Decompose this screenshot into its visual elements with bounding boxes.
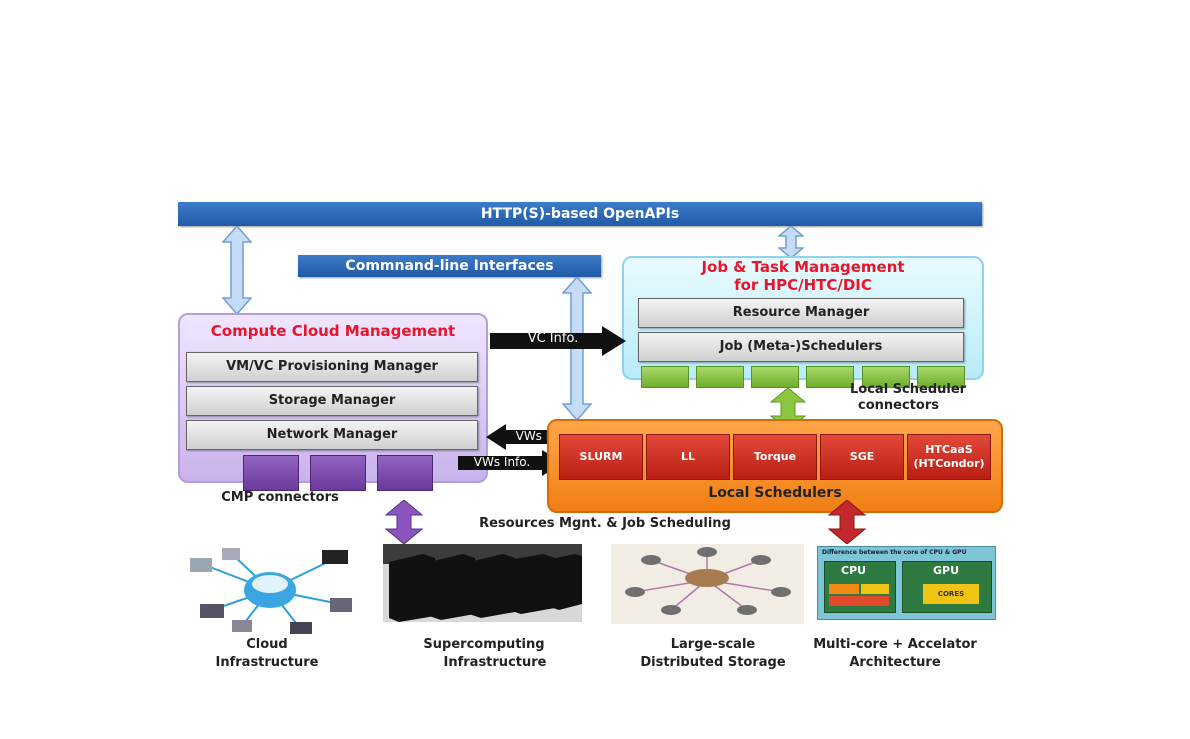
cmp-connectors-text: CMP connectors — [221, 490, 339, 505]
network-manager-label: Network Manager — [266, 427, 398, 442]
job-mgmt-title: Job & Task Management for HPC/HTC/DIC — [622, 258, 984, 294]
cmp-connector — [243, 455, 299, 491]
resources-label: Resources Mgnt. & Job Scheduling — [479, 516, 731, 531]
job-mgmt-title-line1: Job & Task Management — [701, 258, 905, 276]
cpu-core — [829, 584, 859, 594]
cli-bar: Commnand-line Interfaces — [298, 255, 601, 277]
double-arrow-right — [778, 226, 804, 258]
network-manager-row: Network Manager — [186, 420, 478, 450]
scheduler-ll: LL — [646, 434, 730, 480]
storage-manager-row: Storage Manager — [186, 386, 478, 416]
cpu-label: CPU — [841, 564, 867, 577]
storage-manager-label: Storage Manager — [268, 393, 396, 408]
local-scheduler-connector — [696, 366, 744, 388]
cmp-connector — [377, 455, 433, 491]
vm-vc-provisioning-row: VM/VC Provisioning Manager — [186, 352, 478, 382]
infra-label-multicore: Multi-core + Accelator Architecture — [813, 637, 977, 670]
purple-double-arrow — [385, 500, 423, 544]
infra-label-storage: Large-scale Distributed Storage — [640, 637, 786, 670]
supercomputing-image — [383, 544, 582, 622]
red-double-arrow — [828, 500, 866, 544]
gpu-cores: CORES — [923, 584, 979, 604]
gpu-label: GPU — [933, 564, 960, 577]
local-scheduler-connector — [862, 366, 910, 388]
job-schedulers-row: Job (Meta-)Schedulers — [638, 332, 964, 362]
cmp-connectors-label: CMP connectors — [210, 490, 350, 505]
job-schedulers-label: Job (Meta-)Schedulers — [719, 339, 883, 354]
gpu-block: GPU CORES — [902, 561, 992, 613]
scheduler-torque: Torque — [733, 434, 817, 480]
cpu-gpu-image: Difference between the core of CPU & GPU… — [817, 546, 996, 620]
vm-vc-provisioning-label: VM/VC Provisioning Manager — [226, 359, 438, 374]
local-scheduler-connector — [917, 366, 965, 388]
cpu-core — [861, 584, 889, 594]
cpu-block: CPU — [824, 561, 896, 613]
scheduler-sge: SGE — [820, 434, 904, 480]
lsc-label-line2: connectors — [858, 398, 939, 413]
openapi-bar: HTTP(S)-based OpenAPIs — [178, 202, 982, 226]
cpu-gpu-heading: Difference between the core of CPU & GPU — [822, 549, 967, 556]
infra-label-cloud: Cloud Infrastructure — [215, 637, 319, 670]
local-scheduler-connectors-label: Local Scheduler connectors — [850, 382, 980, 414]
cloud-mgmt-title-text: Compute Cloud Management — [210, 322, 456, 340]
cloud-mgmt-title: Compute Cloud Management — [178, 322, 488, 340]
vws-info-arrow — [458, 450, 564, 476]
distributed-storage-image — [611, 544, 804, 624]
infra-label-supercomputing: Supercomputing Infrastructure — [423, 637, 547, 670]
lsc-label-line1: Local Scheduler — [850, 382, 967, 397]
openapi-label: HTTP(S)-based OpenAPIs — [480, 206, 680, 222]
cmp-connector — [310, 455, 366, 491]
resource-manager-row: Resource Manager — [638, 298, 964, 328]
cli-label: Commnand-line Interfaces — [345, 258, 554, 274]
vws-info-label: VWs Info. — [473, 455, 531, 469]
local-schedulers-title: Local Schedulers — [708, 485, 842, 501]
cloud-infrastructure-image — [190, 548, 352, 634]
local-scheduler-connector — [806, 366, 854, 388]
job-mgmt-title-line2: for HPC/HTC/DIC — [734, 276, 872, 294]
cpu-core — [829, 596, 889, 606]
vc-info-arrow — [490, 326, 626, 356]
scheduler-slurm: SLURM — [559, 434, 643, 480]
local-scheduler-connector — [751, 366, 799, 388]
scheduler-htcaas: HTCaaS (HTCondor) — [907, 434, 991, 480]
vc-info-label: VC Info. — [527, 331, 579, 346]
double-arrow-left — [222, 226, 252, 314]
resource-manager-label: Resource Manager — [732, 305, 870, 320]
local-scheduler-connector — [641, 366, 689, 388]
